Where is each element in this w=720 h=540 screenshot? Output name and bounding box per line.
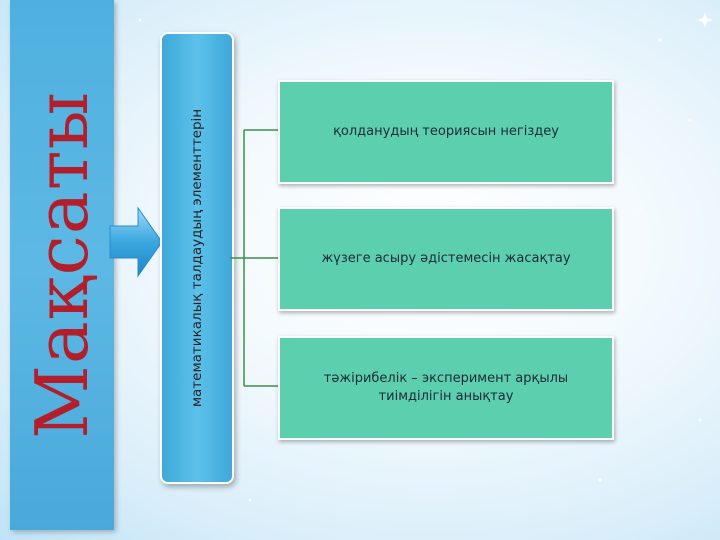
- item-text: тәжірибелік – эксперимент арқылы тиімділ…: [323, 370, 569, 404]
- title-panel: Мақсаты: [10, 0, 114, 530]
- item-text: жүзеге асыру әдістемесін жасақтау: [321, 250, 571, 266]
- right-arrow-icon: [109, 206, 163, 278]
- item-box-experiment: тәжірибелік – эксперимент арқылы тиімділ…: [278, 336, 614, 440]
- item-box-methodology: жүзеге асыру әдістемесін жасақтау: [278, 207, 614, 311]
- item-text: қолданудың теориясын негіздеу: [333, 123, 559, 139]
- item-box-theory: қолданудың теориясын негіздеу: [278, 80, 614, 184]
- central-label-box: математикалық талдаудың элементтерін: [160, 32, 234, 484]
